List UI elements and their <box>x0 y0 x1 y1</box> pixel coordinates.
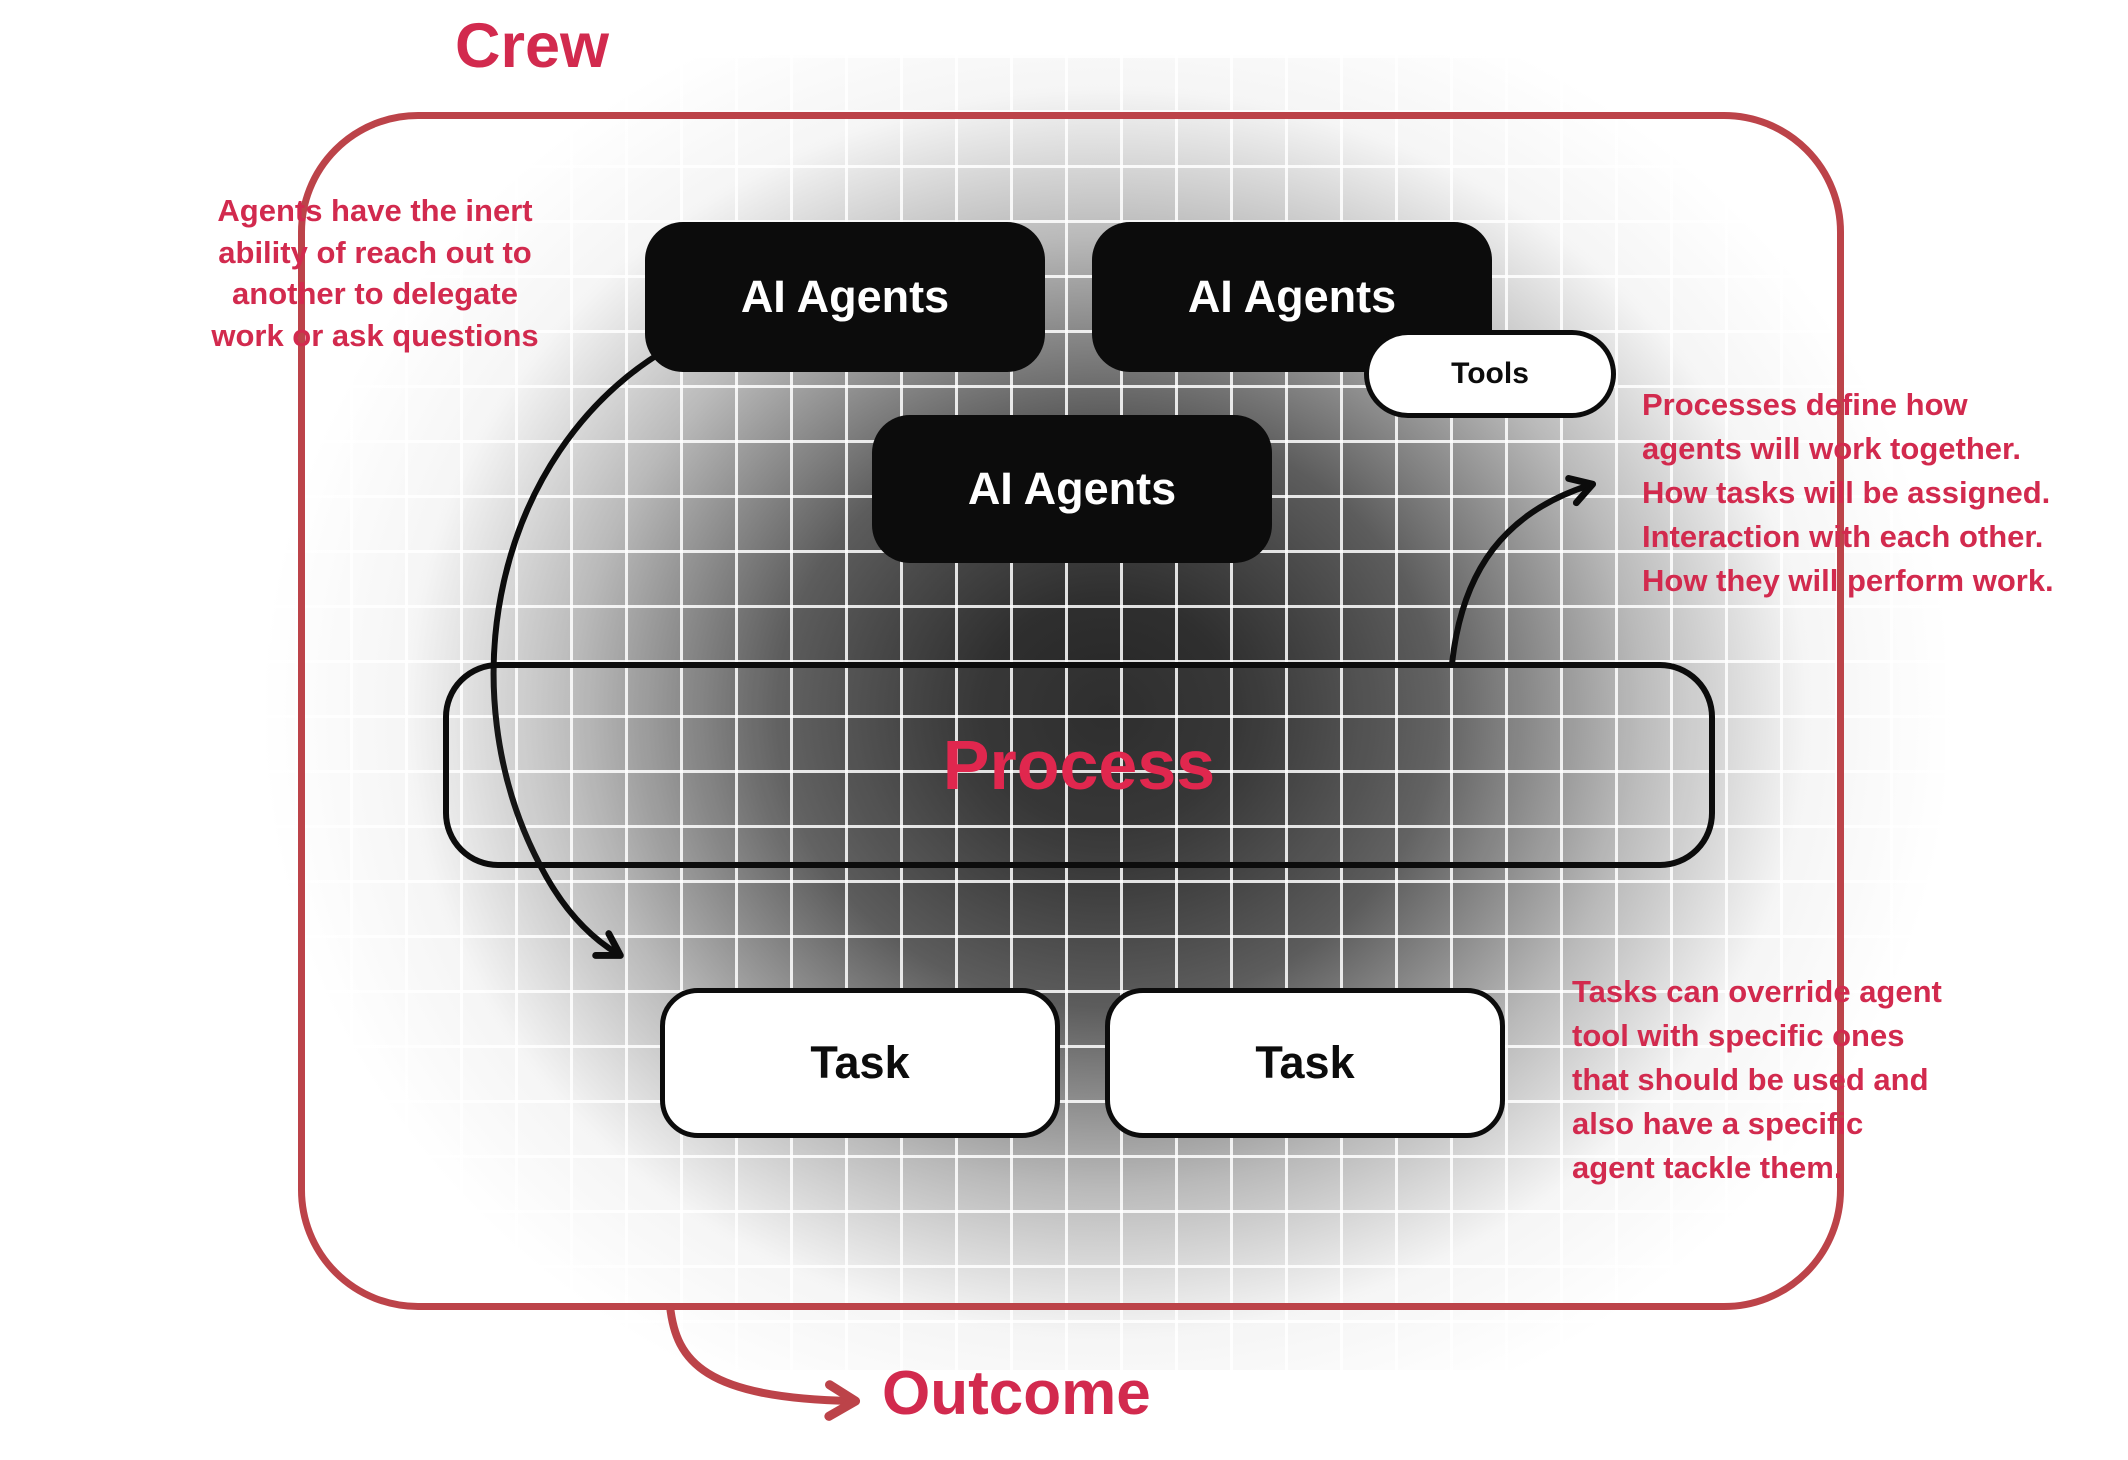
ai-agents-node-3: AI Agents <box>872 415 1272 563</box>
process-node-label: Process <box>942 726 1216 804</box>
task-node-1-label: Task <box>810 1037 910 1088</box>
outcome-title: Outcome <box>882 1359 1151 1428</box>
ai-agents-node-3-label: AI Agents <box>967 463 1177 514</box>
task-node-2-label: Task <box>1255 1037 1355 1088</box>
crew-title: Crew <box>455 11 610 81</box>
process-note: Processes define how agents will work to… <box>1642 387 2054 599</box>
ai-agents-node-1-label: AI Agents <box>740 271 950 322</box>
tools-node: Tools <box>1364 330 1616 418</box>
crew-boundary-frame <box>298 112 1844 1310</box>
ai-agents-node-1: AI Agents <box>645 222 1045 372</box>
task-node-1: Task <box>660 988 1060 1138</box>
task-node-2: Task <box>1105 988 1505 1138</box>
delegation-note: Agents have the inert ability of reach o… <box>211 193 539 353</box>
task-note: Tasks can override agent tool with speci… <box>1572 974 1942 1186</box>
ai-agents-node-2-label: AI Agents <box>1187 271 1397 322</box>
tools-node-label: Tools <box>1451 357 1529 390</box>
process-node: Process <box>443 662 1715 868</box>
